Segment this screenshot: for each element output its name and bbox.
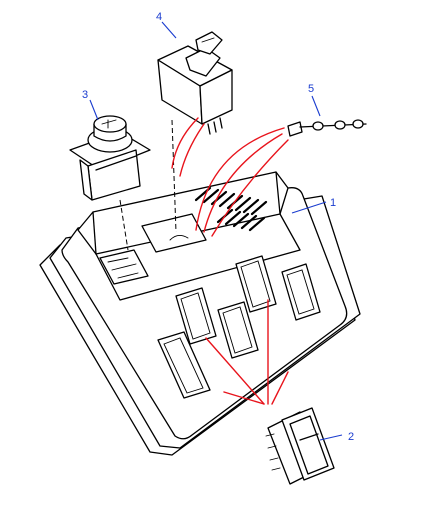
callout-4: 4 [156, 11, 162, 23]
fit-line-part-3 [119, 199, 129, 251]
switch-aperture-1 [157, 331, 211, 399]
leader-line-4 [161, 21, 177, 39]
leader-line-2 [319, 434, 343, 441]
relay-switch-part-4 [157, 31, 233, 135]
highlighted-wiring [171, 117, 289, 405]
leader-line-3 [89, 99, 99, 121]
switch-panel-part-1 [39, 171, 361, 456]
switch-aperture-5 [281, 263, 321, 321]
leader-line-5 [311, 95, 321, 117]
fit-line-part-4 [171, 119, 177, 233]
rocker-switch-part-2 [265, 407, 335, 485]
callout-5: 5 [308, 83, 314, 95]
connector-lead-part-5 [287, 119, 367, 137]
leader-line-1 [291, 201, 327, 214]
switch-aperture-4 [235, 255, 277, 313]
callout-2: 2 [348, 431, 354, 443]
switch-aperture-3 [217, 301, 259, 359]
callout-3: 3 [82, 89, 88, 101]
rotary-switch-part-3 [69, 115, 151, 201]
callout-1: 1 [330, 197, 336, 209]
switch-aperture-2 [175, 287, 217, 345]
